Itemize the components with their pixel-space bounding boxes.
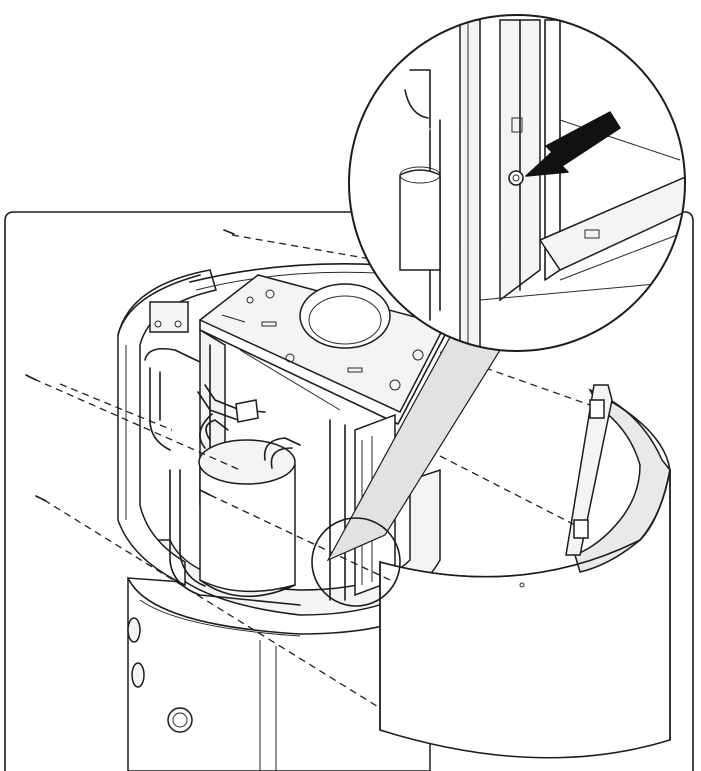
frame-border [4, 211, 694, 771]
right-front-casing [379, 384, 671, 759]
casing-clip [573, 519, 589, 539]
pointer-arrow-icon [525, 111, 621, 177]
top-mounting-plate [198, 274, 447, 425]
screw [199, 489, 211, 496]
fixing-screw-detail [508, 170, 524, 186]
compressor [198, 413, 301, 598]
left-front-casing [117, 269, 217, 587]
cylinder-tank-body [127, 577, 431, 771]
magnifier-detail [348, 14, 686, 352]
casing-hinge-strip [565, 384, 613, 556]
refrigerant-pipes [144, 347, 301, 606]
casing-clip [589, 399, 605, 419]
detail-circle [311, 517, 401, 607]
fan-opening [299, 283, 391, 349]
pipe-connector [167, 707, 193, 733]
casing-bracket [149, 301, 189, 333]
screw [223, 229, 235, 235]
